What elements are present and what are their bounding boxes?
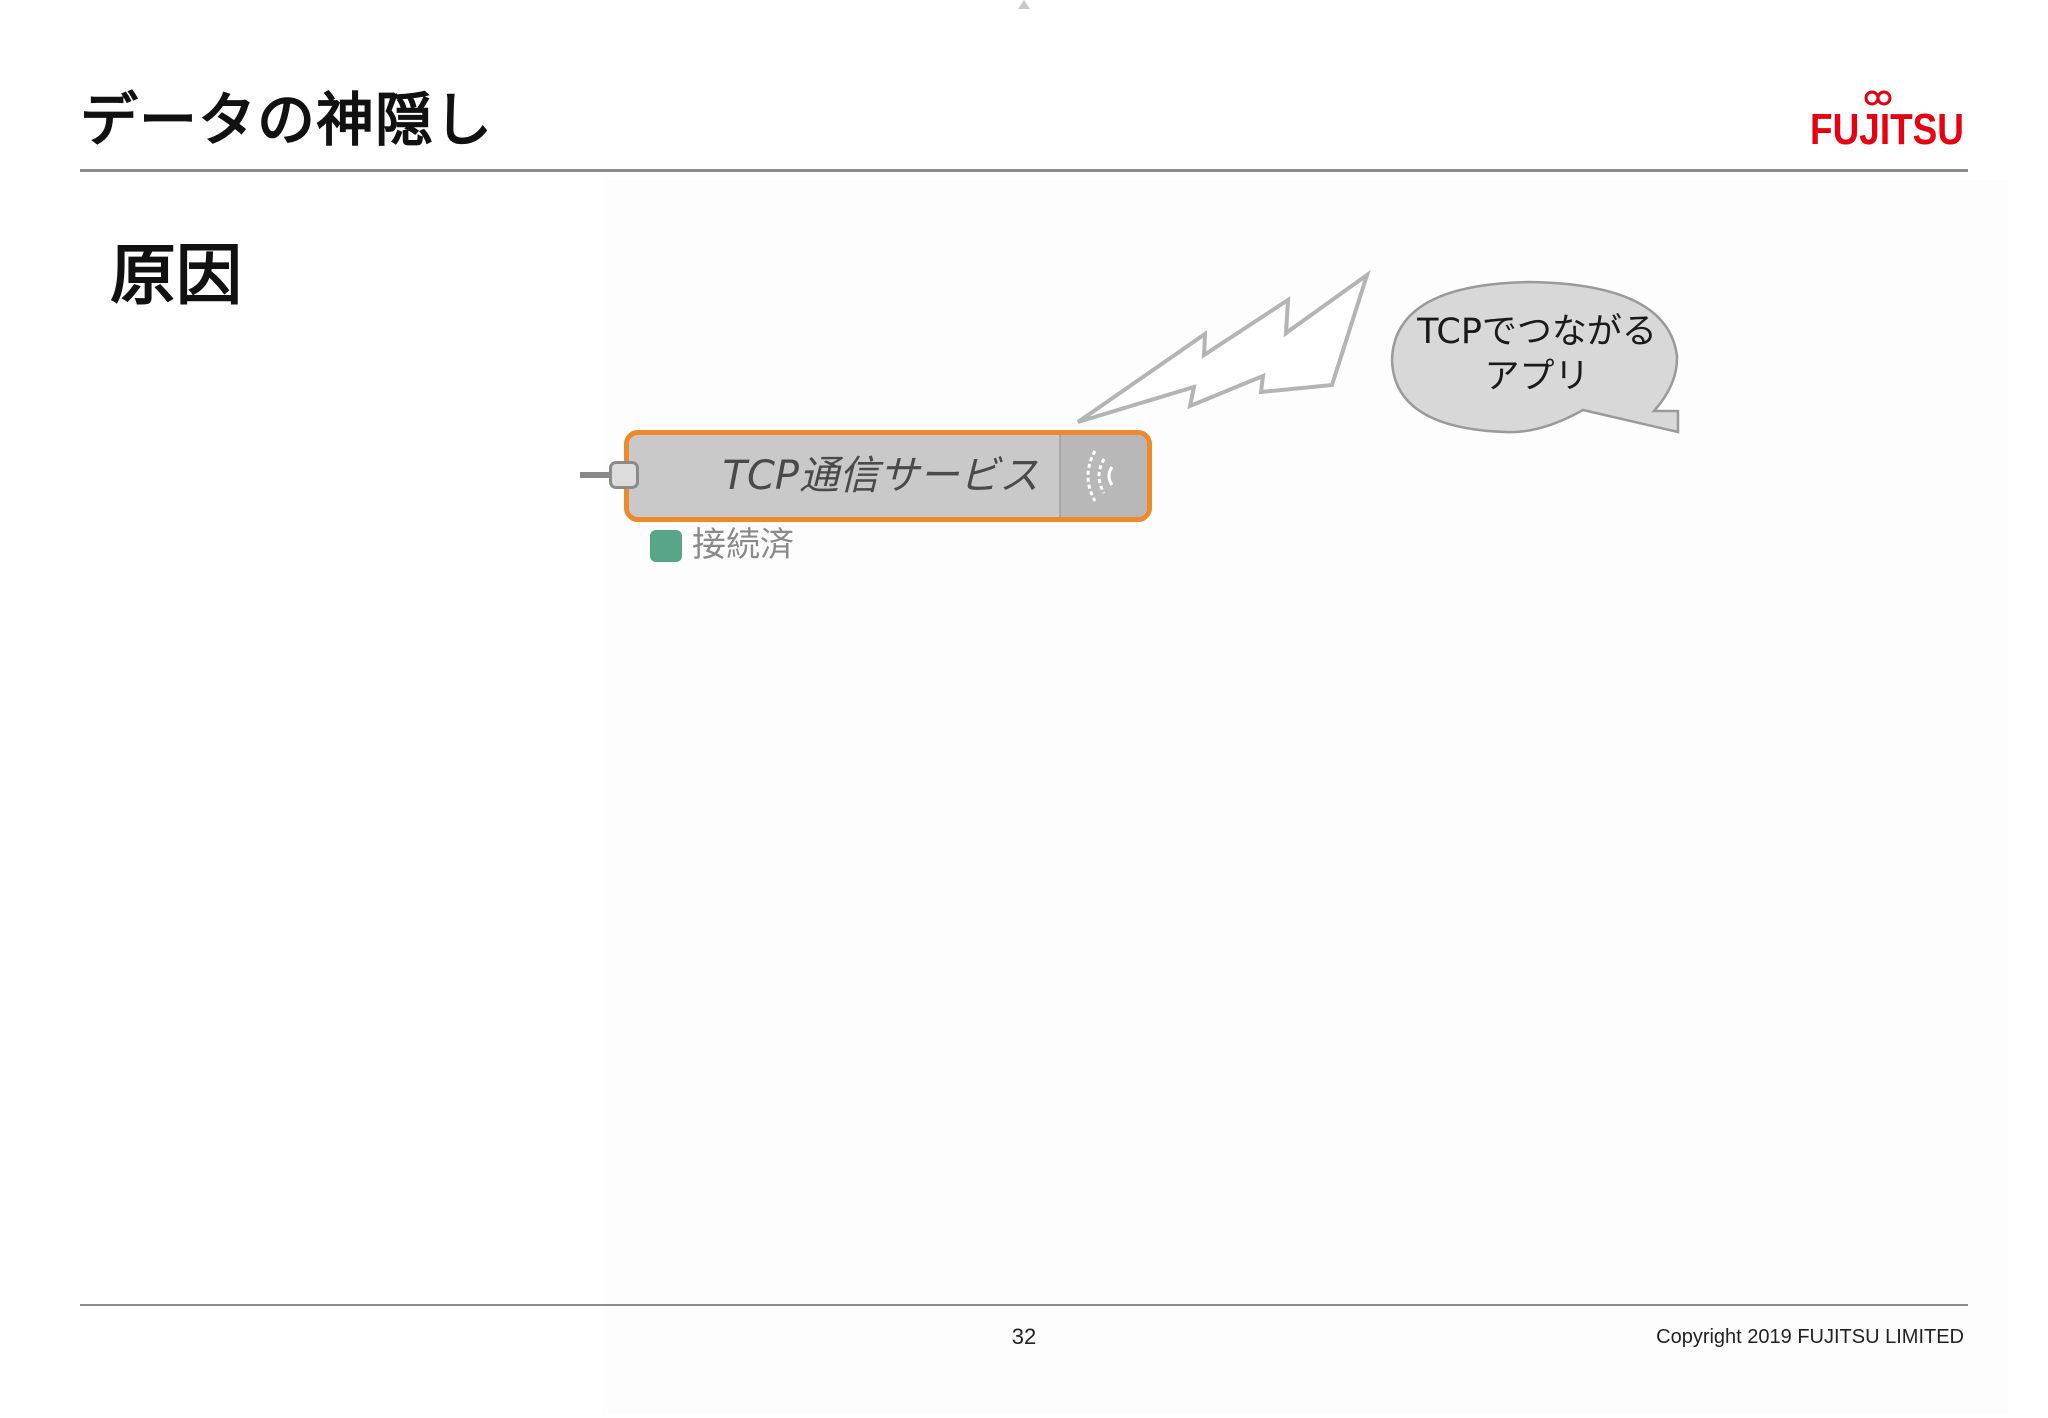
node-input-port[interactable] [609,461,639,489]
copyright: Copyright 2019 FUJITSU LIMITED [1656,1326,1964,1348]
speech-bubble [1390,280,1680,434]
tcp-node[interactable]: TCP通信サービス [624,430,1152,522]
status-indicator [650,530,682,562]
node-icon-area [1059,435,1147,517]
bubble-line-2: アプリ [1484,357,1590,397]
slide-title: データの神隠し [80,86,494,154]
header-divider [80,169,1968,172]
top-scroll-marker [1018,0,1030,9]
node-label: TCP通信サービス [722,453,1039,499]
fujitsu-logo: FUJITSU [1810,90,1964,154]
logo-infinity-right [1876,90,1892,106]
footer-divider [80,1304,1968,1306]
status-text: 接続済 [692,525,794,565]
fujitsu-logo-text: FUJITSU [1810,105,1964,154]
page-number: 32 [1011,1324,1037,1349]
bubble-text: TCPでつながる アプリ [1396,310,1678,400]
section-heading: 原因 [110,237,242,314]
lightning-bolt-icon [1076,269,1371,424]
node-input-wire [580,472,616,478]
bubble-line-1: TCPでつながる [1417,312,1657,352]
tcp-wave-icon [1086,450,1114,502]
logo-infinity-left [1864,90,1880,106]
